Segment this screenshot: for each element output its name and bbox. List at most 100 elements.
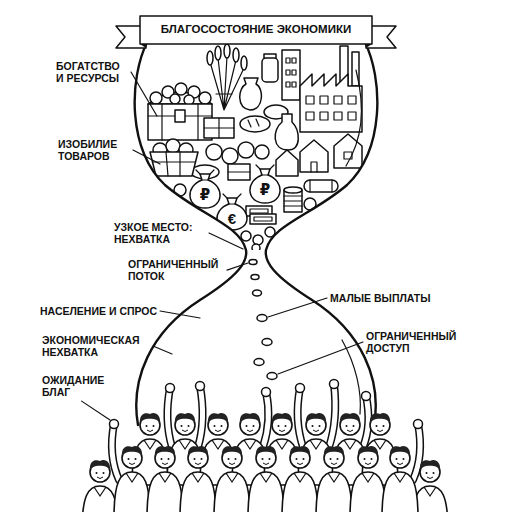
goods xyxy=(206,144,222,160)
wheat-sheaf xyxy=(233,48,239,62)
leader-line xyxy=(227,263,248,270)
leader-line xyxy=(268,298,327,317)
crowd xyxy=(316,446,352,512)
crowd xyxy=(382,446,418,512)
goods xyxy=(166,139,180,153)
crowd xyxy=(198,386,203,447)
goods xyxy=(238,142,254,158)
wheat-sheaf xyxy=(216,93,232,94)
houses xyxy=(276,134,362,176)
money-bags xyxy=(217,198,247,230)
callout-label: УЗКОЕ МЕСТО: НЕХВАТКА xyxy=(114,221,206,245)
goods xyxy=(255,145,269,159)
crowd xyxy=(330,380,339,389)
crowd xyxy=(112,424,119,480)
goods xyxy=(204,118,234,138)
factories xyxy=(282,50,300,100)
hourglass-glass xyxy=(346,70,361,166)
falling-coins xyxy=(254,359,264,366)
coins-and-cash xyxy=(304,180,338,192)
crowd xyxy=(329,384,335,447)
falling-coins xyxy=(257,315,267,322)
goods xyxy=(262,58,278,82)
money-bags xyxy=(190,165,280,230)
currency-symbol: € xyxy=(228,211,236,226)
crowd xyxy=(114,446,150,512)
hourglass-glass xyxy=(266,40,378,425)
crowd xyxy=(296,384,305,393)
money-bags xyxy=(196,170,214,180)
crowd xyxy=(362,392,371,401)
wheat-sheaf xyxy=(210,56,244,110)
treasure-chest xyxy=(175,83,187,95)
crowd xyxy=(363,396,368,447)
money-bags xyxy=(190,174,220,208)
money-bags xyxy=(250,169,280,203)
crowd xyxy=(298,388,303,447)
callout-label: ОГРАНИЧЕННЫЙ ПОТОК xyxy=(128,258,224,282)
goods xyxy=(240,78,262,110)
crowd xyxy=(262,388,271,397)
goods xyxy=(150,152,198,176)
crowd xyxy=(214,446,250,512)
crowd xyxy=(263,392,268,447)
houses xyxy=(276,150,298,176)
crowd xyxy=(350,446,386,512)
treasure-chest xyxy=(148,104,212,140)
leader-line xyxy=(209,233,243,249)
goods xyxy=(204,118,234,138)
hourglass-glass xyxy=(342,340,360,414)
leader-line xyxy=(131,72,157,116)
coins-and-cash xyxy=(252,244,260,252)
crowd xyxy=(166,384,175,393)
crowd xyxy=(198,386,203,447)
treasure-chest xyxy=(148,104,212,140)
crowd xyxy=(298,388,303,447)
leader-line xyxy=(278,342,363,374)
goods xyxy=(228,164,250,180)
houses xyxy=(300,140,328,172)
treasure-chest xyxy=(150,92,162,104)
coins-and-cash xyxy=(250,209,272,221)
callout-label: НАСЕЛЕНИЕ И СПРОС xyxy=(40,305,157,317)
treasure-chest xyxy=(170,94,180,104)
coins-and-cash xyxy=(284,187,302,193)
crowd xyxy=(167,388,172,447)
factories xyxy=(282,46,362,132)
crowd xyxy=(82,380,448,512)
falling-coins xyxy=(262,339,272,346)
coins-and-cash xyxy=(284,196,302,206)
falling-coins xyxy=(251,275,259,280)
crowd xyxy=(263,392,268,447)
crowd xyxy=(248,446,284,512)
goods xyxy=(222,148,238,164)
callout-label: ОГРАНИЧЕННЫЙ ДОСТУП xyxy=(366,330,466,354)
coins-and-cash xyxy=(241,231,251,241)
falling-coins xyxy=(249,260,277,380)
crowd xyxy=(110,420,119,429)
factories xyxy=(306,96,356,120)
factories xyxy=(286,58,296,87)
leader-line xyxy=(133,150,160,164)
crowd xyxy=(196,382,205,391)
goods xyxy=(228,171,250,172)
crowd xyxy=(147,446,183,512)
wheat-sheaf xyxy=(215,46,221,60)
crowd xyxy=(329,384,335,447)
currency-symbol: ₽ xyxy=(200,187,210,202)
callout-label: БОГАТСТВО И РЕСУРСЫ xyxy=(56,60,128,84)
banner-title: БЛАГОСОСТОЯНИЕ ЭКОНОМИКИ xyxy=(161,23,351,36)
crowd xyxy=(413,424,420,480)
leader-line xyxy=(153,346,172,354)
wheat-sheaf xyxy=(241,56,247,70)
crowd xyxy=(180,446,216,512)
callout-label: ИЗОБИЛИЕ ТОВАРОВ xyxy=(58,138,130,162)
houses xyxy=(311,162,317,172)
crowd xyxy=(167,388,172,447)
goods xyxy=(240,116,270,132)
leader-line xyxy=(82,401,110,420)
callout-label: ЭКОНОМИЧЕСКАЯ НЕХВАТКА xyxy=(42,334,150,358)
money-bags xyxy=(256,165,274,175)
factories xyxy=(300,74,362,132)
